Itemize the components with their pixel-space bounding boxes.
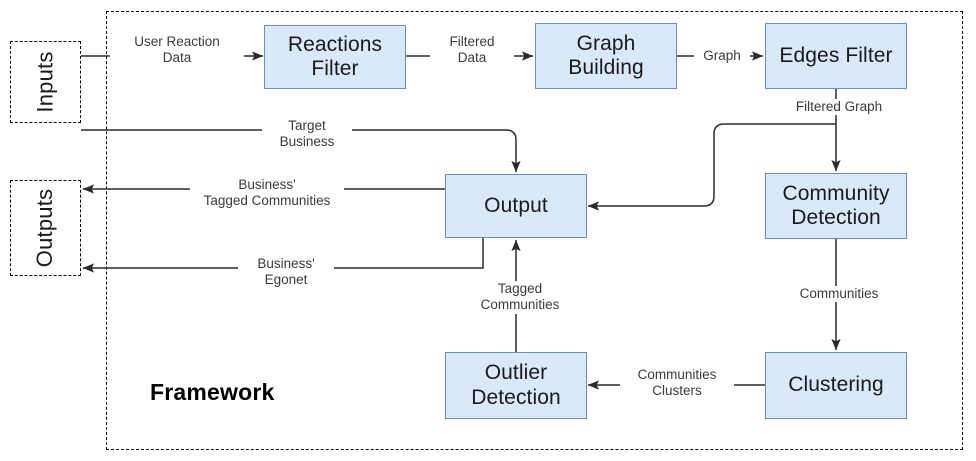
node-outlier-detection-line2: Detection xyxy=(471,385,561,409)
framework-title: Framework xyxy=(150,379,275,405)
node-reactions-filter-line1: Reactions xyxy=(287,32,383,56)
wire-business-egonet xyxy=(82,238,484,273)
node-reactions-filter-line2: Filter xyxy=(311,57,359,80)
node-community-detection-line1: Community xyxy=(782,181,890,205)
node-community-detection[interactable]: Community Detection xyxy=(765,173,907,239)
node-reactions-filter[interactable]: Reactions Filter xyxy=(264,25,406,89)
node-graph-building-line2: Building xyxy=(568,56,644,79)
inputs-boundary: Inputs xyxy=(10,41,81,123)
node-outlier-detection[interactable]: Outlier Detection xyxy=(445,352,587,419)
node-edges-filter-line1: Edges Filter xyxy=(779,43,893,67)
node-clustering[interactable]: Clustering xyxy=(765,352,907,419)
framework-boundary xyxy=(106,11,963,450)
outputs-boundary: Outputs xyxy=(10,180,81,276)
wire-filtered-graph-to-output xyxy=(587,123,836,211)
node-graph-building-line1: Graph xyxy=(576,31,636,55)
wire-target-business xyxy=(81,129,521,173)
node-graph-building[interactable]: Graph Building xyxy=(535,23,677,89)
node-edges-filter[interactable]: Edges Filter xyxy=(765,23,907,89)
node-clustering-line1: Clustering xyxy=(788,373,884,397)
node-outlier-detection-line1: Outlier xyxy=(484,361,548,385)
node-community-detection-line2: Detection xyxy=(791,206,881,229)
node-output[interactable]: Output xyxy=(445,174,587,238)
node-output-line1: Output xyxy=(484,193,548,217)
